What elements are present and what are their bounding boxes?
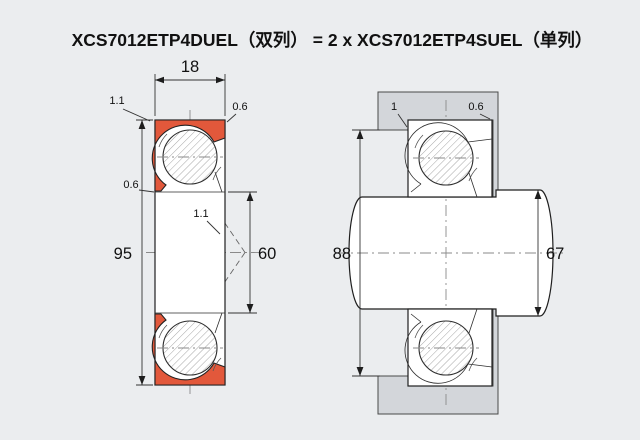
arrowhead-bottom xyxy=(534,307,542,316)
inner-ring-shoulder-top xyxy=(214,171,223,193)
raceway-groove xyxy=(404,122,469,185)
dimension-housing-shoulder-88: 88 xyxy=(333,129,380,377)
bore-diameter-label: 60 xyxy=(258,245,276,263)
leader-line xyxy=(479,113,491,120)
chamfer-label: 0.6 xyxy=(123,179,138,191)
shaft-shoulder-label: 67 xyxy=(546,245,564,263)
arrowhead-bottom xyxy=(246,304,254,313)
arrowhead-top xyxy=(534,190,542,199)
raceway-groove xyxy=(404,321,469,384)
leader-line xyxy=(138,189,155,193)
inner-ring-shoulder xyxy=(468,308,478,334)
leader-line xyxy=(226,113,237,123)
chamfer-label: 1.1 xyxy=(109,95,124,107)
dimension-fillet-left: 1 xyxy=(391,101,408,128)
leader-line xyxy=(122,108,151,122)
leader-line xyxy=(206,220,221,235)
dimension-offset-middle: 1.1 xyxy=(193,208,221,235)
arrowhead-right xyxy=(216,76,225,84)
inner-ring-shoulder-bottom xyxy=(214,312,223,334)
dimension-bore-diameter-60: 60 xyxy=(228,191,276,314)
housing-shoulder-label: 88 xyxy=(333,245,351,263)
arrowhead-top xyxy=(246,192,254,201)
chamfer-label: 0.6 xyxy=(232,101,247,113)
dimension-chamfer-top-left: 1.1 xyxy=(109,95,151,122)
mounted-bearing-bottom xyxy=(404,308,493,387)
arrowhead-bottom xyxy=(138,376,146,385)
leader-line xyxy=(397,113,408,128)
outer-ring-cut-top xyxy=(151,119,226,192)
fillet-label: 1 xyxy=(391,101,397,113)
dimension-outer-diameter-95: 95 xyxy=(114,119,153,386)
fillet-label: 0.6 xyxy=(468,101,483,113)
dimension-chamfer-left: 0.6 xyxy=(123,179,155,193)
outer-ring-shoulder xyxy=(410,183,422,193)
housing-bottom xyxy=(377,308,499,415)
arrowhead-bottom xyxy=(356,367,364,376)
right-mounted-view: 1 0.6 88 67 xyxy=(333,91,566,415)
dimension-fillet-right: 0.6 xyxy=(468,101,491,120)
page-title: XCS7012ETP4DUEL（双列） = 2 x XCS7012ETP4SUE… xyxy=(72,30,593,50)
arrowhead-top xyxy=(138,120,146,129)
housing-top xyxy=(377,91,499,198)
mounted-bearing-top xyxy=(404,119,493,198)
outer-ring-cut-bottom xyxy=(151,313,226,386)
arrowhead-left xyxy=(155,76,164,84)
width-label: 18 xyxy=(181,58,199,76)
dimension-chamfer-top-right: 0.6 xyxy=(226,101,248,123)
dimension-width-18: 18 xyxy=(154,58,226,116)
outer-ring-shoulder xyxy=(410,313,422,323)
dimension-shaft-shoulder-67: 67 xyxy=(534,190,564,316)
arrowhead-top xyxy=(356,130,364,139)
outer-diameter-label: 95 xyxy=(114,245,132,263)
offset-label: 1.1 xyxy=(193,208,208,220)
left-section-view: 18 1.1 0.6 0.6 1.1 95 xyxy=(109,58,276,394)
outer-ring-edge xyxy=(467,138,493,143)
